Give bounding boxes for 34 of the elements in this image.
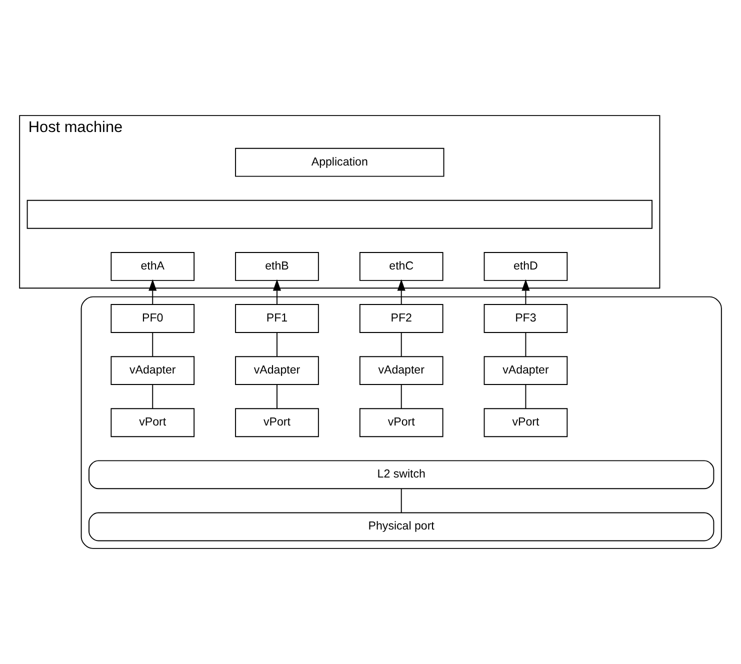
arrow xyxy=(272,279,282,305)
node-box: Application xyxy=(235,148,444,177)
connector xyxy=(400,488,402,514)
arrow xyxy=(148,279,157,305)
node-box: vAdapter xyxy=(235,356,319,386)
node-box: vAdapter xyxy=(484,356,568,386)
node-box: vAdapter xyxy=(110,356,195,386)
arrow xyxy=(522,279,530,305)
node-box: vPort xyxy=(359,408,444,438)
connector xyxy=(276,332,278,357)
node-box: ethD xyxy=(484,252,568,281)
node-box: PF1 xyxy=(235,304,319,333)
cluster xyxy=(80,296,722,549)
node-box: Physical port xyxy=(88,512,714,542)
arrow xyxy=(397,279,406,305)
node-box: ethA xyxy=(110,252,195,281)
node-box: PF0 xyxy=(110,304,195,333)
node-box: vPort xyxy=(235,408,319,438)
node-box: vPort xyxy=(484,408,568,438)
connector xyxy=(276,384,278,409)
node-box: ethC xyxy=(359,252,444,281)
node-box: ethB xyxy=(235,252,319,281)
node-box xyxy=(26,200,652,229)
node-box: vPort xyxy=(110,408,195,438)
connector xyxy=(400,332,402,357)
connector xyxy=(152,384,154,409)
connector xyxy=(525,332,526,357)
node-box: PF3 xyxy=(484,304,568,333)
node-box: vAdapter xyxy=(359,356,444,386)
connector xyxy=(400,384,402,409)
node-box: PF2 xyxy=(359,304,444,333)
node-box: L2 switch xyxy=(88,460,714,490)
connector xyxy=(152,332,154,357)
connector xyxy=(525,384,526,409)
